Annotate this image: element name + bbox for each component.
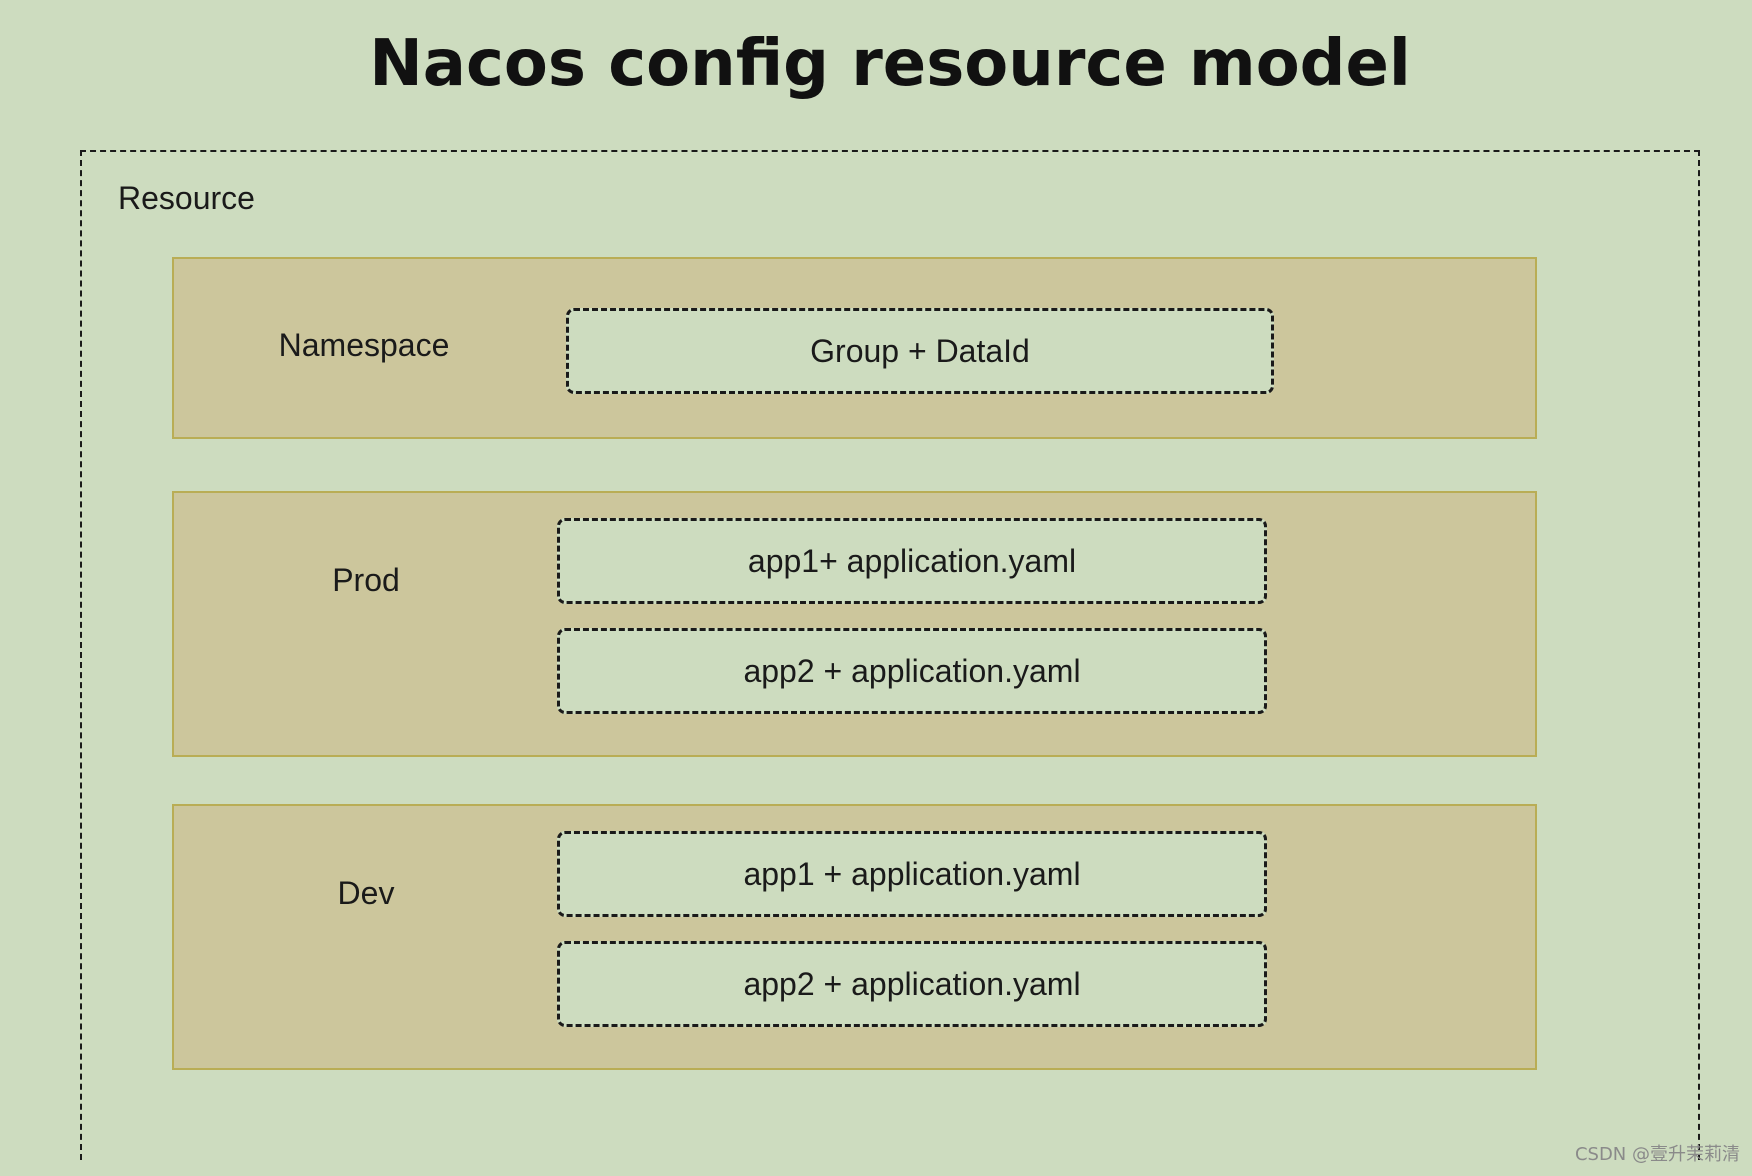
item-dev-app2: app2 + application.yaml bbox=[557, 941, 1267, 1027]
diagram-title: Nacos config resource model bbox=[369, 27, 1411, 101]
watermark: CSDN @壹升茉莉清 bbox=[1574, 1144, 1740, 1165]
item-prod-app2: app2 + application.yaml bbox=[557, 628, 1267, 714]
item-group-dataid: Group + DataId bbox=[566, 308, 1274, 394]
item-prod-app1: app1+ application.yaml bbox=[557, 518, 1267, 604]
resource-label: Resource bbox=[118, 180, 255, 216]
band-label-dev: Dev bbox=[337, 875, 395, 911]
item-dev-app1: app1 + application.yaml bbox=[557, 831, 1267, 917]
band-label-prod: Prod bbox=[332, 562, 400, 598]
resource-frame bbox=[80, 150, 1700, 1160]
band-label-namespace: Namespace bbox=[278, 327, 450, 363]
